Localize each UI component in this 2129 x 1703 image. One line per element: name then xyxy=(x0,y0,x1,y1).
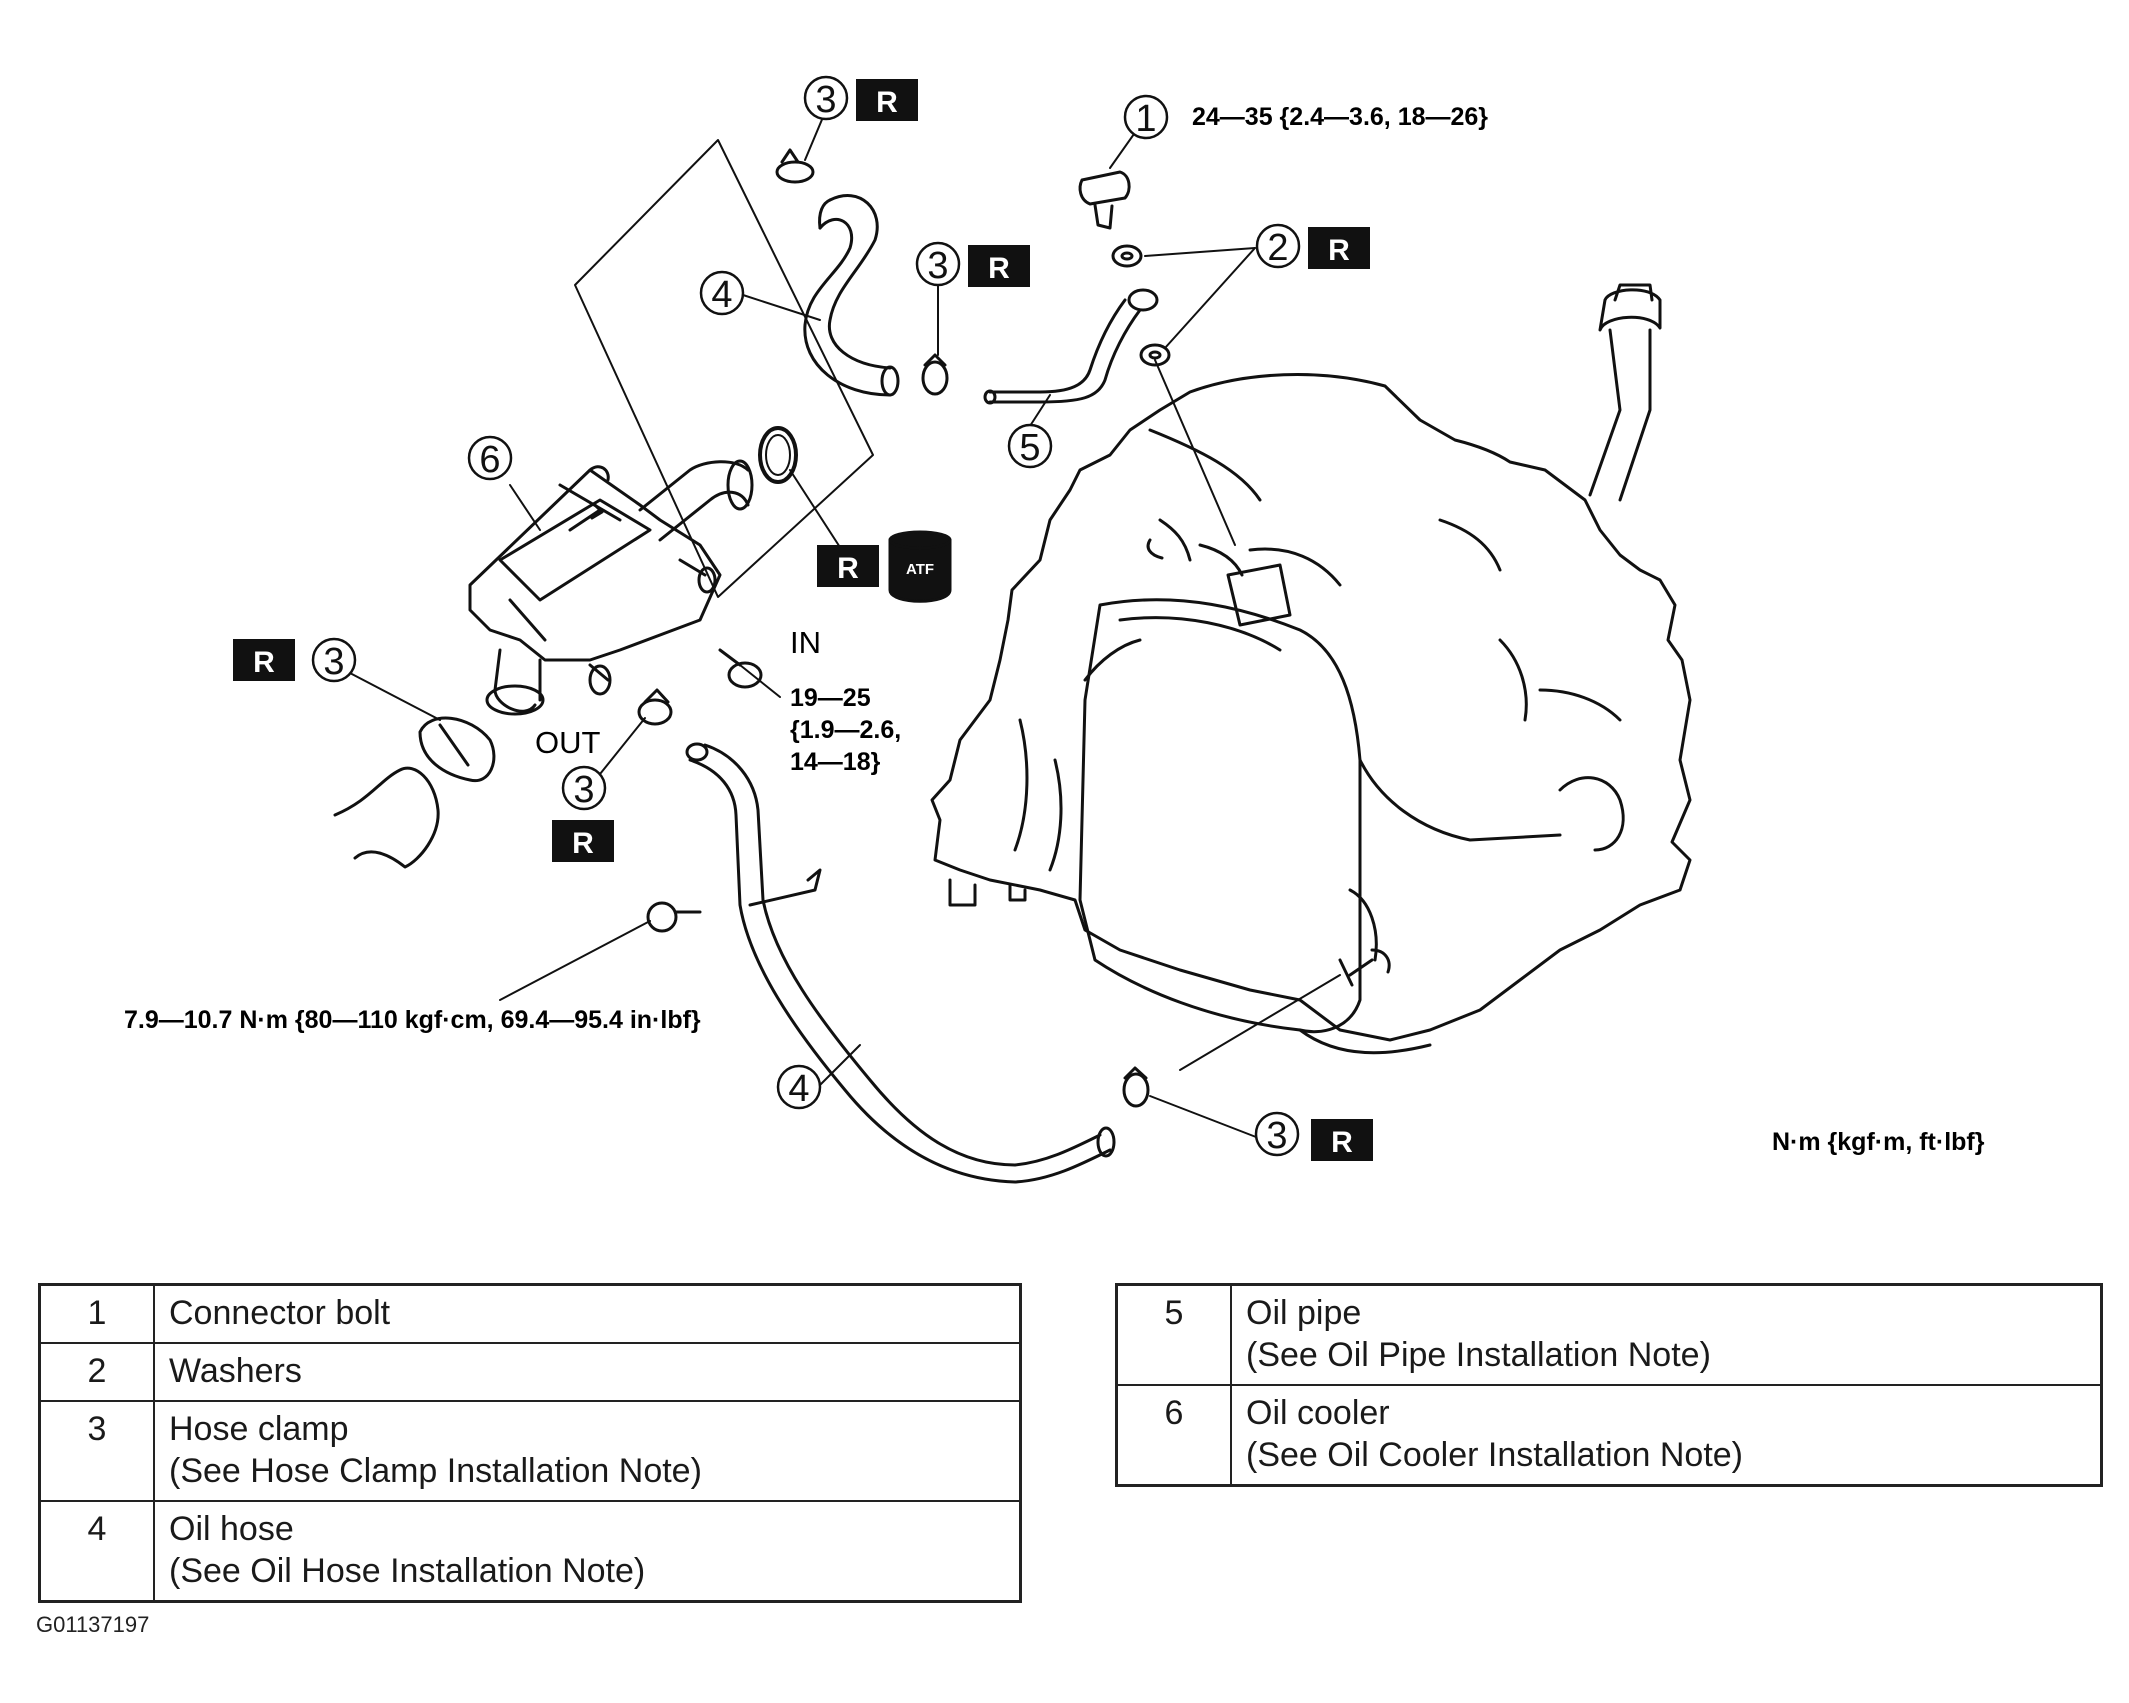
part-number: 6 xyxy=(1115,1384,1232,1487)
table-row: 4 Oil hose (See Oil Hose Installation No… xyxy=(38,1500,1022,1603)
port-out-label: OUT xyxy=(535,725,601,760)
part-note: (See Oil Hose Installation Note) xyxy=(169,1552,646,1590)
svg-text:R: R xyxy=(988,252,1010,285)
svg-text:R: R xyxy=(1328,234,1350,267)
washer-upper xyxy=(1111,244,1143,268)
replace-mark-1: R xyxy=(856,79,918,121)
table-row: 5 Oil pipe (See Oil Pipe Installation No… xyxy=(1115,1283,2103,1386)
callout-6: 6 xyxy=(479,439,500,481)
part-name: Hose clamp xyxy=(169,1410,349,1448)
figure-id: G01137197 xyxy=(36,1612,150,1637)
parts-table-right: 5 Oil pipe (See Oil Pipe Installation No… xyxy=(1115,1283,2103,1487)
part-name: Oil cooler xyxy=(1246,1394,1390,1432)
part-number: 5 xyxy=(1115,1283,1232,1386)
bracket-bolt xyxy=(646,901,702,933)
table-row: 3 Hose clamp (See Hose Clamp Installatio… xyxy=(38,1400,1022,1502)
cooler-bolt xyxy=(718,648,763,689)
part-name: Oil pipe xyxy=(1246,1294,1362,1332)
lower-oil-hose xyxy=(685,742,1116,1184)
svg-text:R: R xyxy=(837,552,859,585)
part-number: 1 xyxy=(38,1283,155,1344)
replace-mark-3: R xyxy=(1308,227,1370,269)
parts-table-left: 1 Connector bolt 2 Washers 3 Hose clamp … xyxy=(38,1283,1022,1603)
part-description: Connector bolt xyxy=(153,1283,1022,1344)
hose-clamp-out xyxy=(637,688,673,726)
hose-clamp-bottom xyxy=(1122,1066,1150,1108)
part-description: Oil hose (See Oil Hose Installation Note… xyxy=(153,1500,1022,1603)
cooler-outline xyxy=(574,139,874,598)
part-name: Oil hose xyxy=(169,1510,294,1548)
table-row: 6 Oil cooler (See Oil Cooler Installatio… xyxy=(1115,1384,2103,1487)
torque-cooler-bolt-line2: {1.9—2.6, xyxy=(790,716,901,744)
table-row: 2 Washers xyxy=(38,1342,1022,1402)
callout-2: 2 xyxy=(1267,227,1288,269)
part-name: Connector bolt xyxy=(169,1294,391,1332)
replace-mark-6: R xyxy=(552,820,614,862)
hose-clamp-top xyxy=(775,148,815,184)
svg-text:R: R xyxy=(876,86,898,119)
replace-mark-2: R xyxy=(968,245,1030,287)
o-ring xyxy=(758,426,798,484)
part-number: 4 xyxy=(38,1500,155,1603)
replace-mark-7: R xyxy=(1311,1119,1373,1161)
part-note: (See Oil Cooler Installation Note) xyxy=(1246,1436,1744,1474)
port-in-label: IN xyxy=(790,625,821,660)
part-note: (See Oil Pipe Installation Note) xyxy=(1246,1336,1711,1374)
svg-text:R: R xyxy=(572,827,594,860)
callout-3-left: 3 xyxy=(323,641,344,683)
part-number: 2 xyxy=(38,1342,155,1402)
torque-cooler-bolt-line1: 19—25 xyxy=(790,684,871,712)
washer-lower xyxy=(1139,343,1171,367)
callout-4-upper: 4 xyxy=(711,274,732,316)
hose-clamp-middle xyxy=(921,353,949,396)
connector-bolt xyxy=(1078,170,1131,230)
svg-text:R: R xyxy=(1331,1126,1353,1159)
part-name: Washers xyxy=(169,1352,302,1390)
part-description: Oil pipe (See Oil Pipe Installation Note… xyxy=(1230,1283,2103,1386)
part-note: (See Hose Clamp Installation Note) xyxy=(169,1452,702,1490)
callout-3-middle: 3 xyxy=(927,245,948,287)
callout-3-top: 3 xyxy=(815,79,836,121)
atf-bottle-icon xyxy=(888,530,952,603)
torque-bracket-bolt: 7.9—10.7 N·m {80—110 kgf·cm, 69.4—95.4 i… xyxy=(124,1006,701,1034)
oil-pipe xyxy=(983,288,1159,405)
replace-mark-4: R xyxy=(817,545,879,587)
callout-3-bottom: 3 xyxy=(1266,1115,1287,1157)
callout-4-lower: 4 xyxy=(788,1068,809,1110)
torque-unit-legend: N·m {kgf·m, ft·lbf} xyxy=(1772,1128,1985,1156)
hose-clamp-left xyxy=(418,716,496,783)
callout-1: 1 xyxy=(1135,98,1156,140)
torque-cooler-bolt-line3: 14—18} xyxy=(790,748,881,776)
upper-oil-hose xyxy=(803,194,900,397)
torque-connector-bolt: 24—35 {2.4—3.6, 18—26} xyxy=(1192,103,1488,131)
callout-5: 5 xyxy=(1019,427,1040,469)
part-description: Oil cooler (See Oil Cooler Installation … xyxy=(1230,1384,2103,1487)
atf-label: ATF xyxy=(906,561,934,578)
svg-text:R: R xyxy=(253,646,275,679)
part-description: Washers xyxy=(153,1342,1022,1402)
oil-cooler xyxy=(468,459,754,716)
replace-mark-5: R xyxy=(233,639,295,681)
callout-3-out: 3 xyxy=(573,769,594,811)
cooler-hose-stub xyxy=(333,766,440,869)
transaxle-drawing xyxy=(930,283,1692,1055)
table-row: 1 Connector bolt xyxy=(38,1283,1022,1344)
part-description: Hose clamp (See Hose Clamp Installation … xyxy=(153,1400,1022,1502)
part-number: 3 xyxy=(38,1400,155,1502)
leader-lines xyxy=(347,109,1341,1138)
